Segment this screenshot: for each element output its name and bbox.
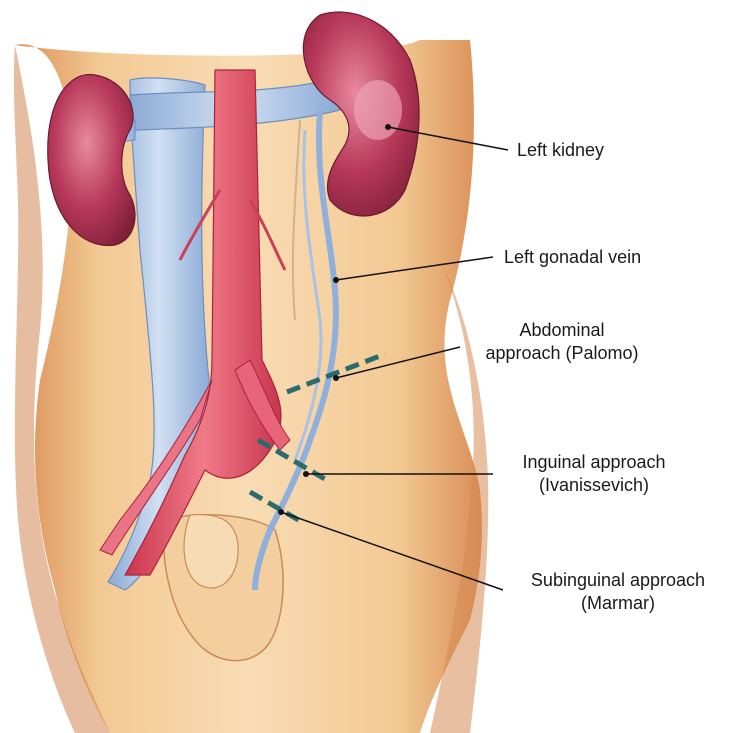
penis [184, 515, 238, 588]
label-left-gonadal-vein: Left gonadal vein [504, 246, 641, 269]
label-subinguinal-approach: Subinguinal approach (Marmar) [505, 569, 731, 615]
right-kidney [48, 74, 135, 245]
label-abdominal-approach: Abdominal approach (Palomo) [462, 319, 662, 365]
label-left-kidney: Left kidney [517, 139, 604, 162]
left-kidney-highlight [354, 80, 402, 140]
label-inguinal-approach: Inguinal approach (Ivanissevich) [494, 451, 694, 497]
